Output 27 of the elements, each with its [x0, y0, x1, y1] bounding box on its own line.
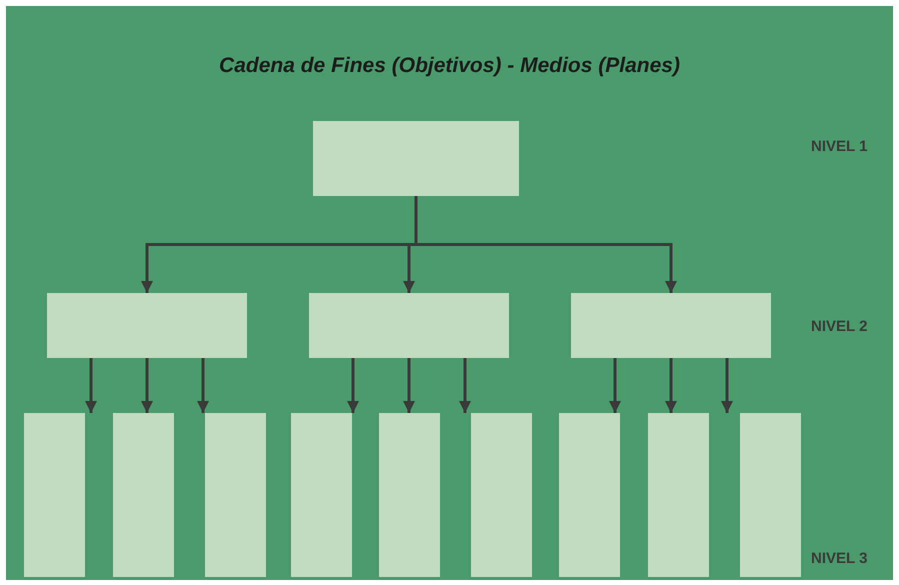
arrow: [609, 358, 621, 413]
empty-box: [313, 121, 519, 196]
level-label: NIVEL 2: [811, 318, 868, 335]
empty-box: [471, 413, 532, 577]
empty-box: [24, 413, 85, 577]
arrow: [414, 196, 677, 293]
arrow: [197, 358, 209, 413]
arrow: [403, 358, 415, 413]
empty-box: [309, 293, 509, 358]
empty-box: [379, 413, 440, 577]
arrow: [721, 358, 733, 413]
empty-box: [648, 413, 709, 577]
empty-box: [571, 293, 771, 358]
arrow: [459, 358, 471, 413]
level-label: NIVEL 3: [811, 550, 868, 567]
empty-box: [291, 413, 352, 577]
empty-box: [47, 293, 247, 358]
arrow: [141, 358, 153, 413]
empty-box: [740, 413, 801, 577]
arrow: [665, 358, 677, 413]
empty-box: [559, 413, 620, 577]
diagram-title: Cadena de Fines (Objetivos) - Medios (Planes): [218, 54, 681, 78]
empty-box: [113, 413, 174, 577]
arrow: [85, 358, 97, 413]
level-label: NIVEL 1: [811, 138, 868, 155]
arrow: [347, 358, 359, 413]
empty-box: [205, 413, 266, 577]
